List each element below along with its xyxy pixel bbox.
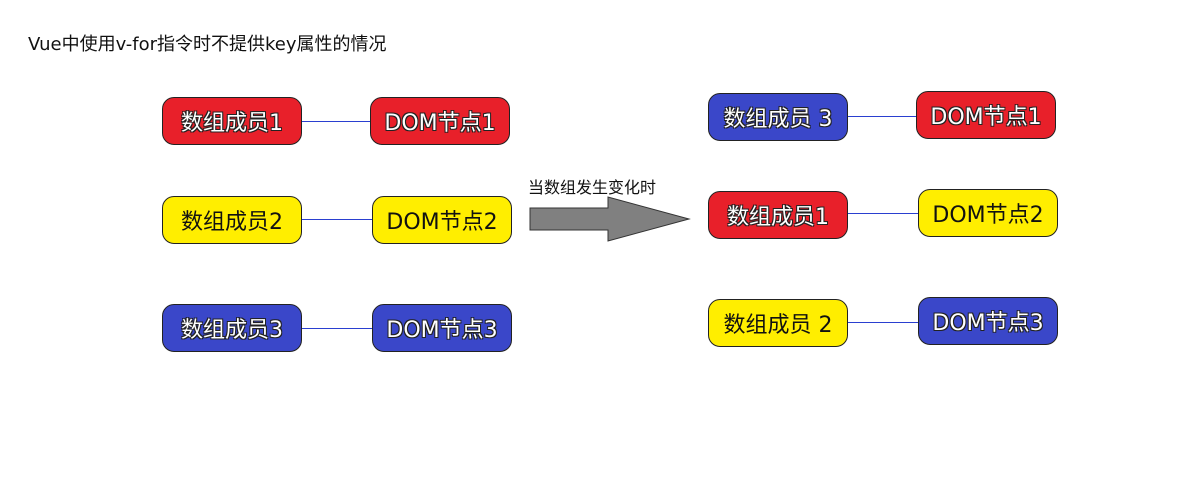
before-dom-3: DOM节点3	[372, 304, 512, 352]
after-dom-2: DOM节点2	[918, 189, 1058, 237]
after-link-3	[848, 322, 918, 323]
after-dom-1: DOM节点1	[916, 91, 1056, 139]
before-link-3	[302, 328, 372, 329]
after-member-2: 数组成员1	[708, 191, 848, 239]
after-link-2	[848, 213, 918, 214]
after-member-1: 数组成员 3	[708, 93, 848, 141]
after-member-3: 数组成员 2	[708, 299, 848, 347]
before-member-1: 数组成员1	[162, 97, 302, 145]
before-link-1	[302, 121, 370, 122]
transition-label: 当数组发生变化时	[528, 178, 657, 197]
before-link-2	[302, 219, 372, 220]
before-member-2: 数组成员2	[162, 196, 302, 244]
before-dom-2: DOM节点2	[372, 196, 512, 244]
after-link-1	[848, 116, 916, 117]
after-dom-3: DOM节点3	[918, 297, 1058, 345]
right-arrow-icon	[529, 196, 691, 242]
before-member-3: 数组成员3	[162, 304, 302, 352]
diagram-title: Vue中使用v-for指令时不提供key属性的情况	[28, 34, 387, 55]
before-dom-1: DOM节点1	[370, 97, 510, 145]
